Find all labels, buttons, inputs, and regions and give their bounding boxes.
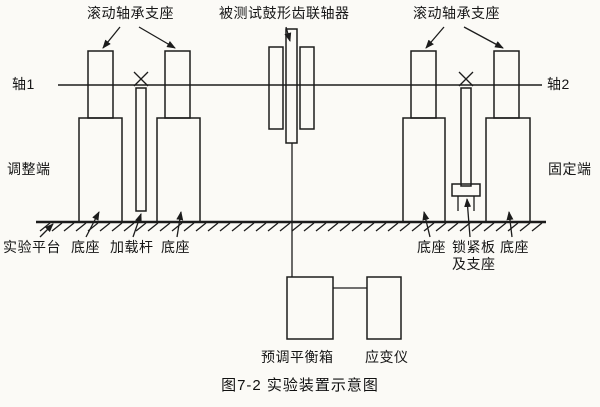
arrow-to-coupling — [284, 26, 292, 42]
arrow-to-platform — [39, 223, 54, 238]
pedestal-base — [402, 117, 446, 223]
figure-caption: 图7-2 实验装置示意图 — [221, 377, 379, 394]
arrow-to-right-bearing-1 — [425, 26, 445, 49]
arrow-to-base-r2 — [506, 211, 514, 238]
label-balance-box: 预调平衡箱 — [261, 349, 334, 365]
label-adjust-end: 调整端 — [7, 161, 51, 177]
right-loading-rod — [451, 71, 481, 211]
label-base-l1: 底座 — [71, 239, 100, 255]
locking-plate — [451, 183, 481, 197]
arrow-to-left-bearing-2 — [138, 26, 176, 49]
label-fixed-end: 固定端 — [548, 161, 592, 177]
balance-box-outline — [286, 276, 334, 340]
label-shaft-1: 轴1 — [12, 76, 35, 92]
loading-rod — [460, 87, 472, 187]
label-bearing-support-left: 滚动轴承支座 — [87, 5, 174, 21]
left-loading-rod — [133, 71, 149, 212]
coupling-assembly — [268, 28, 315, 144]
label-shaft-2: 轴2 — [547, 76, 570, 92]
arrow-to-locking-plate — [464, 198, 472, 238]
top-callout-arrows — [102, 26, 504, 49]
strain-gauge-outline — [366, 276, 402, 340]
pedestal-base — [78, 117, 123, 223]
arrow-to-right-bearing-2 — [463, 26, 504, 49]
label-locking-plate: 锁紧板 及支座 — [452, 239, 496, 272]
label-strain-gauge: 应变仪 — [365, 349, 409, 365]
load-point-x-mark — [458, 71, 474, 87]
label-platform: 实验平台 — [3, 239, 61, 255]
label-base-r1: 底座 — [417, 239, 446, 255]
coupling-sleeve-right — [299, 46, 315, 130]
load-point-x-mark — [133, 71, 149, 87]
label-base-r2: 底座 — [500, 239, 529, 255]
arrow-to-loading-rod — [132, 213, 142, 238]
label-bearing-support-right: 滚动轴承支座 — [413, 5, 500, 21]
label-tested-coupling: 被测试鼓形齿联轴器 — [219, 5, 350, 21]
pedestal-base — [485, 117, 531, 223]
arrow-to-base-r1 — [422, 211, 431, 238]
bottom-leader-arrows — [39, 198, 514, 238]
pedestal-base — [156, 117, 201, 223]
coupling-center-disc — [285, 28, 298, 144]
ground-hatching — [39, 222, 543, 232]
coupling-sleeve-left — [268, 46, 284, 130]
arrow-to-base-l2 — [176, 211, 184, 238]
arrow-to-base-l1 — [85, 211, 100, 238]
loading-rod — [135, 87, 147, 212]
label-base-l2: 底座 — [161, 239, 190, 255]
arrow-to-left-bearing-1 — [102, 26, 121, 49]
label-loading-rod: 加载杆 — [110, 239, 154, 255]
